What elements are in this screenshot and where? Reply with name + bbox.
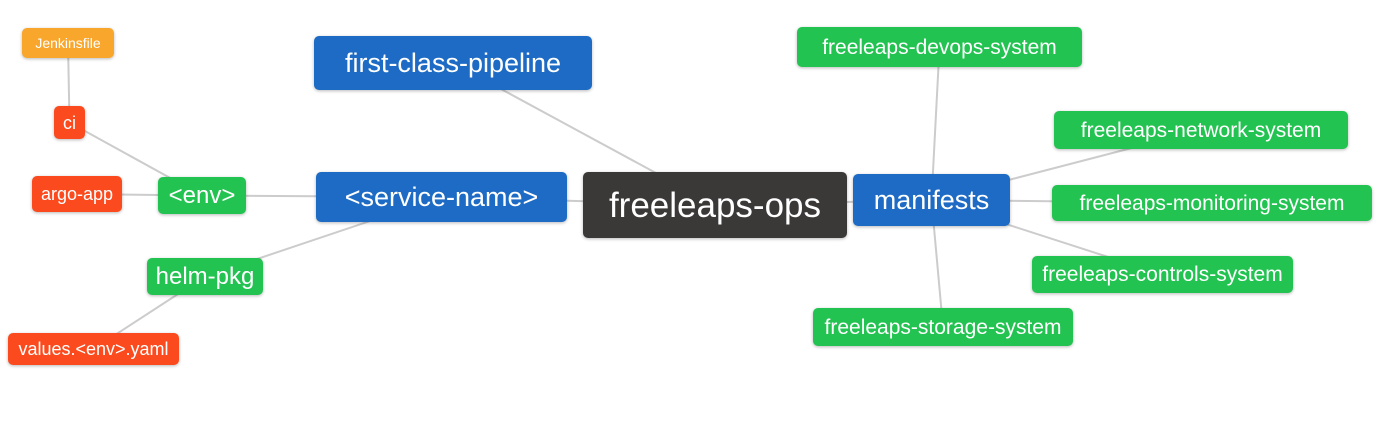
node-ci[interactable]: ci [54, 106, 85, 139]
node-service-name[interactable]: <service-name> [316, 172, 567, 222]
node-argo-app[interactable]: argo-app [32, 176, 122, 212]
node-jenkinsfile[interactable]: Jenkinsfile [22, 28, 114, 58]
node-manifests[interactable]: manifests [853, 174, 1010, 226]
node-freeleaps-storage-system[interactable]: freeleaps-storage-system [813, 308, 1073, 346]
node-freeleaps-network-system[interactable]: freeleaps-network-system [1054, 111, 1348, 149]
node-values-env-yaml[interactable]: values.<env>.yaml [8, 333, 179, 365]
node-first-class-pipeline[interactable]: first-class-pipeline [314, 36, 592, 90]
node-env[interactable]: <env> [158, 177, 246, 214]
node-helm-pkg[interactable]: helm-pkg [147, 258, 263, 295]
node-freeleaps-devops-system[interactable]: freeleaps-devops-system [797, 27, 1082, 67]
node-freeleaps-ops[interactable]: freeleaps-ops [583, 172, 847, 238]
node-freeleaps-monitoring-system[interactable]: freeleaps-monitoring-system [1052, 185, 1372, 221]
node-freeleaps-controls-system[interactable]: freeleaps-controls-system [1032, 256, 1293, 293]
